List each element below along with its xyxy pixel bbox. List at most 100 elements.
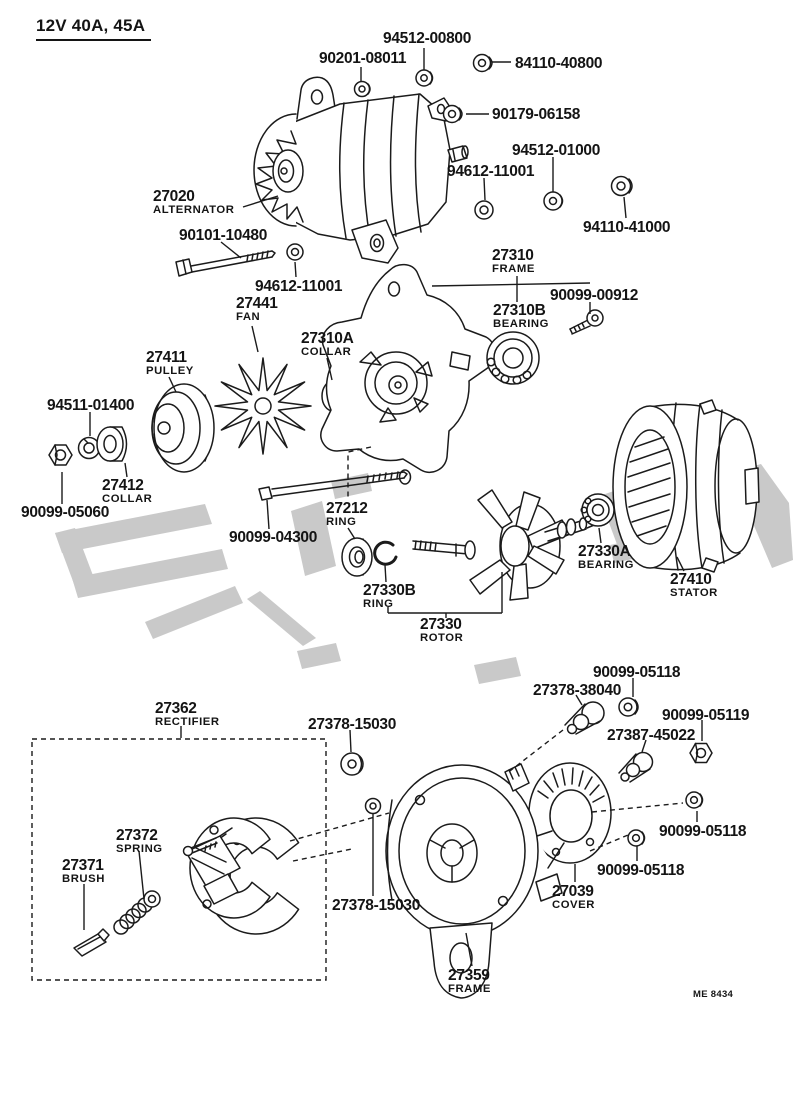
bearing-27310B-drawing — [487, 332, 539, 384]
washer-94612-11001-drawing — [475, 201, 493, 219]
brush-holder-drawing — [184, 836, 241, 904]
grommet-90201-08011-drawing — [355, 82, 371, 97]
screw-90099-00912-drawing — [570, 310, 603, 334]
part-name: FRAME — [448, 983, 491, 996]
insulator-27387-45022-drawing — [619, 753, 653, 783]
part-number: 27362 — [155, 700, 197, 717]
part-label-90099-05118c: 90099-05118 — [597, 862, 685, 879]
part-name: BEARING — [578, 559, 634, 572]
part-label-90099-04300: 90099-04300 — [229, 529, 317, 546]
grommet-94512-00800-drawing — [416, 70, 433, 86]
leader-lines — [62, 48, 702, 966]
part-label-27378-15030b: 27378-15030 — [332, 897, 421, 914]
part-number: 90099-05118 — [597, 862, 685, 879]
part-label-90099-05118a: 90099-05118 — [593, 664, 681, 681]
part-label-27387-45022: 27387-45022 — [607, 727, 696, 744]
part-name: FAN — [236, 311, 261, 324]
part-name: FRAME — [492, 263, 535, 276]
part-number: 27359 — [448, 967, 490, 984]
figure-code: ME 8434 — [693, 989, 734, 1000]
collar-27412-drawing — [97, 427, 127, 461]
nut-90179-06158-drawing — [444, 106, 463, 123]
part-label-94512-01000: 94512-01000 — [512, 142, 600, 159]
frame-27310-drawing — [321, 265, 495, 484]
snap-ring-27330B-drawing — [375, 542, 396, 564]
diagram-title: 12V 40A, 45A — [36, 16, 152, 41]
part-number: 27410 — [670, 571, 712, 588]
part-label-90101-10480: 90101-10480 — [179, 227, 267, 244]
part-number: 90099-00912 — [550, 287, 639, 304]
bolt-90101-10480-drawing — [176, 251, 275, 276]
part-name: BEARING — [493, 318, 549, 331]
part-label-94612-11001b: 94612-11001 — [255, 278, 343, 295]
part-number: 90099-05060 — [21, 504, 110, 521]
part-number: 27378-15030 — [332, 897, 421, 914]
part-label-94612-11001a: 94612-11001 — [447, 163, 535, 180]
part-name: PULLEY — [146, 365, 194, 378]
nut-90099-05118a-drawing — [619, 698, 638, 716]
nut-90099-05119-drawing — [690, 744, 712, 763]
rectifier-group-box — [32, 739, 326, 980]
part-number: 94511-01400 — [47, 397, 135, 414]
nut-94110-41000-drawing — [612, 177, 633, 196]
part-label-90179-06158: 90179-06158 — [492, 106, 581, 123]
part-label-84110-40800: 84110-40800 — [515, 55, 603, 72]
pulley-27411-drawing — [152, 384, 214, 472]
part-number: 90179-06158 — [492, 106, 581, 123]
part-name: ROTOR — [420, 632, 464, 645]
part-number: 94110-41000 — [583, 219, 671, 236]
part-number: 27310B — [493, 302, 546, 319]
part-number: 27330 — [420, 616, 462, 633]
part-name: RING — [326, 516, 357, 529]
part-name: SPRING — [116, 843, 163, 856]
part-label-90201-08011: 90201-08011 — [319, 50, 407, 67]
part-number: 27412 — [102, 477, 144, 494]
part-name: COLLAR — [301, 346, 352, 359]
dashed-leader-lines — [32, 447, 683, 980]
part-name: RING — [363, 598, 394, 611]
part-number: 27372 — [116, 827, 158, 844]
part-label-27378-15030a: 27378-15030 — [308, 716, 397, 733]
part-number: 27020 — [153, 188, 195, 205]
part-number: 94612-11001 — [255, 278, 343, 295]
part-label-90099-05119: 90099-05119 — [662, 707, 750, 724]
part-number: 94512-00800 — [383, 30, 472, 47]
part-number: 27387-45022 — [607, 727, 696, 744]
nut-84110-40800-drawing — [474, 55, 493, 72]
part-label-27378-38040: 27378-38040 — [533, 682, 621, 699]
part-label-94511-01400: 94511-01400 — [47, 397, 135, 414]
part-number: 27330A — [578, 543, 631, 560]
part-number: 84110-40800 — [515, 55, 603, 72]
part-number: 27378-15030 — [308, 716, 397, 733]
bearing-27330A-drawing — [581, 494, 614, 526]
part-name: STATOR — [670, 587, 718, 600]
part-label-94512-00800: 94512-00800 — [383, 30, 472, 47]
part-label-90099-05060: 90099-05060 — [21, 504, 110, 521]
nut-90099-05118c-drawing — [628, 830, 645, 846]
washer-94612-11001b-drawing — [287, 244, 303, 260]
part-number: 90099-05118 — [593, 664, 681, 681]
part-number: 90099-05119 — [662, 707, 750, 724]
spring-27372-drawing — [114, 891, 160, 934]
part-name: RECTIFIER — [155, 716, 220, 729]
rear-frame-27359-drawing — [386, 764, 562, 998]
washer-27378-15030b-drawing — [366, 799, 381, 814]
nut-90099-05118b-drawing — [686, 792, 703, 808]
part-label-94110-41000: 94110-41000 — [583, 219, 671, 236]
part-label-90099-05118b: 90099-05118 — [659, 823, 747, 840]
